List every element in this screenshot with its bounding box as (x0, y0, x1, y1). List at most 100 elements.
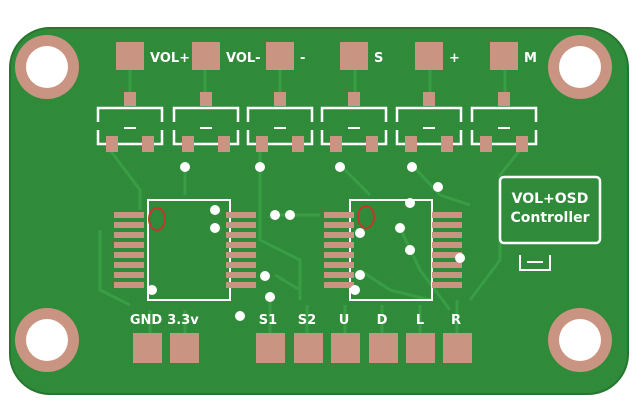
bottom-pad (443, 333, 472, 363)
bottom-pad (170, 333, 199, 363)
chip-pin (226, 242, 256, 248)
via (405, 245, 415, 255)
top-label: VOL- (226, 51, 261, 66)
top-label: M (524, 51, 537, 66)
mounting-holes (15, 35, 612, 372)
switch-icon (470, 92, 538, 152)
chip-pin (324, 282, 354, 288)
chip-pin (114, 272, 144, 278)
logo-line-2: Controller (510, 210, 589, 226)
bottom-label: R (451, 313, 461, 328)
via (335, 162, 345, 172)
mounting-hole-icon (548, 308, 612, 372)
chip-left (114, 199, 256, 301)
mounting-hole-icon (15, 35, 79, 99)
chip-pin (324, 272, 354, 278)
chip-pin (226, 252, 256, 258)
chip-pin (432, 242, 462, 248)
chip-pin (324, 252, 354, 258)
top-pad (192, 42, 220, 70)
via (235, 311, 245, 321)
top-label: - (300, 51, 305, 66)
bottom-label: 3.3v (167, 313, 199, 328)
chip-outline-icon (349, 199, 433, 301)
top-pad (415, 42, 443, 70)
switch-row (96, 92, 538, 152)
board-outline (9, 27, 629, 395)
top-labels: VOL+ VOL- - S + M (150, 51, 537, 66)
via (255, 162, 265, 172)
via (350, 285, 360, 295)
bottom-label: D (377, 313, 388, 328)
chip-pin (432, 212, 462, 218)
bottom-pads (133, 333, 472, 363)
top-pad (340, 42, 368, 70)
logo-line-1: VOL+OSD (512, 191, 589, 207)
via (147, 285, 157, 295)
chip-pin (114, 282, 144, 288)
chip-pin (226, 272, 256, 278)
mounting-hole-icon (548, 35, 612, 99)
bottom-label: L (416, 313, 424, 328)
chip-pin (324, 222, 354, 228)
top-label: VOL+ (150, 51, 190, 66)
switch-icon (395, 92, 463, 152)
switch-icon (172, 92, 240, 152)
usb-connector-icon (519, 255, 551, 271)
chip-pin (324, 262, 354, 268)
chip-pin (114, 222, 144, 228)
vias (147, 162, 465, 321)
chip-pin (324, 212, 354, 218)
chip-pin (114, 232, 144, 238)
bottom-labels: GND 3.3v S1 S2 U D L R (130, 313, 461, 328)
bottom-pad (256, 333, 285, 363)
chip-pin (432, 252, 462, 258)
bottom-pad (331, 333, 360, 363)
bottom-pad (406, 333, 435, 363)
bottom-label: S1 (259, 313, 277, 328)
bottom-label: S2 (298, 313, 316, 328)
chip-right (324, 199, 462, 301)
via (407, 162, 417, 172)
via (355, 270, 365, 280)
via (285, 210, 295, 220)
mounting-hole-icon (15, 308, 79, 372)
pin1-mark (148, 207, 166, 231)
logo-box: VOL+OSD Controller (498, 175, 602, 271)
chip-pin (432, 262, 462, 268)
top-pad (116, 42, 144, 70)
chip-pin (324, 232, 354, 238)
chip-pin (432, 222, 462, 228)
chip-pin (324, 242, 354, 248)
chip-pin (226, 212, 256, 218)
via (260, 271, 270, 281)
chip-pin (114, 212, 144, 218)
top-label: S (374, 51, 383, 66)
top-pads (116, 42, 518, 70)
via (265, 292, 275, 302)
via (270, 210, 280, 220)
top-pad (266, 42, 294, 70)
chip-pin (432, 232, 462, 238)
via (210, 223, 220, 233)
top-label: + (449, 51, 460, 66)
bottom-pad (133, 333, 162, 363)
top-pad (490, 42, 518, 70)
bottom-pad (369, 333, 398, 363)
chip-pin (226, 282, 256, 288)
pin1-mark (357, 205, 375, 229)
via (180, 162, 190, 172)
chip-pin (226, 232, 256, 238)
chip-pin (114, 242, 144, 248)
bottom-label: GND (130, 313, 163, 328)
via (405, 198, 415, 208)
bottom-label: U (339, 313, 350, 328)
chip-pin (114, 252, 144, 258)
via (355, 228, 365, 238)
copper-traces (98, 70, 522, 335)
switch-icon (246, 92, 314, 152)
chip-pin (226, 262, 256, 268)
chip-outline-icon (147, 199, 231, 301)
